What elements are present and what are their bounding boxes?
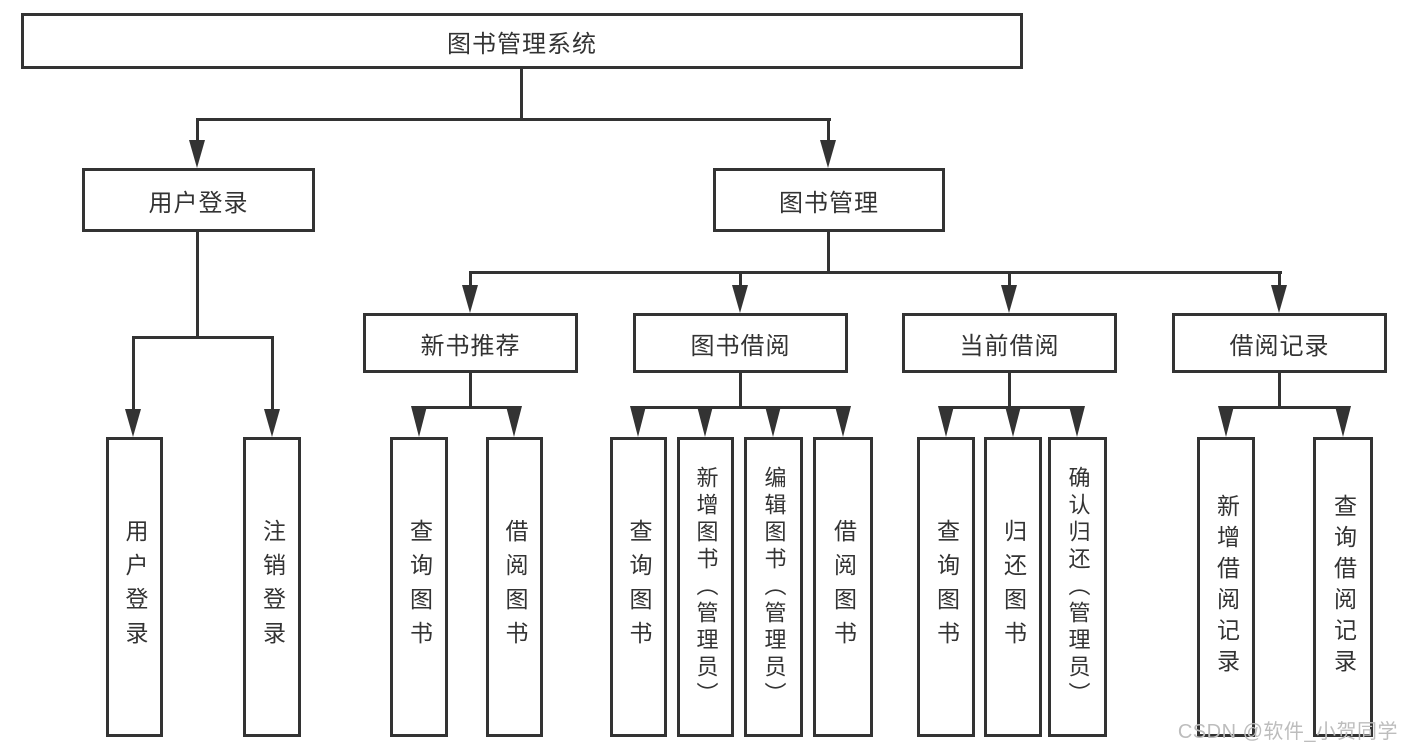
leaf-query-borrow-record: 查询借阅记录 [1313,437,1373,737]
leaf-query-books-current: 查询图书 [917,437,975,737]
leaf-label: 查询图书 [933,519,960,655]
node-current-borrow: 当前借阅 [902,313,1117,373]
leaf-label: 归还图书 [1000,519,1027,655]
connector-line [469,271,1282,274]
connector-line [827,118,830,144]
arrowhead [697,406,713,437]
arrowhead [835,406,851,437]
connector-line [1008,373,1011,409]
arrowhead [411,406,427,437]
connector-line [1008,271,1011,288]
connector-line [196,118,199,144]
arrowhead [1271,285,1287,313]
arrowhead [1001,285,1017,313]
node-label: 借阅记录 [1229,332,1330,360]
leaf-borrow-books: 借阅图书 [813,437,873,737]
connector-line [271,336,274,412]
node-new-book-recommend: 新书推荐 [363,313,578,373]
leaf-query-books-borrow: 查询图书 [610,437,667,737]
leaf-label: 注销登录 [259,519,286,655]
connector-line [1224,406,1345,409]
leaf-label: 确认归还（管理员） [1065,465,1091,709]
node-label: 图书管理系统 [447,30,597,58]
leaf-user-login: 用户登录 [106,437,163,737]
node-root-system: 图书管理系统 [21,13,1023,69]
arrowhead [732,285,748,313]
leaf-label: 新增借阅记录 [1213,494,1240,680]
connector-line [469,271,472,288]
leaf-label: 编辑图书（管理员） [761,465,787,709]
connector-line [827,232,830,274]
leaf-add-borrow-record: 新增借阅记录 [1197,437,1255,737]
connector-line [469,373,472,409]
leaf-label: 借阅图书 [830,519,857,655]
leaf-label: 查询图书 [406,519,433,655]
csdn-watermark: CSDN @软件_小贺同学 [1177,721,1398,743]
connector-line [520,69,523,121]
arrowhead [765,406,781,437]
leaf-label: 借阅图书 [502,519,528,655]
arrowhead [630,406,646,437]
node-user-login: 用户登录 [82,168,315,232]
node-label: 图书借阅 [690,332,791,360]
arrowhead [1218,406,1234,437]
node-label: 用户登录 [148,189,249,217]
leaf-confirm-return-admin: 确认归还（管理员） [1048,437,1107,737]
arrowhead [820,140,836,168]
connector-line [1278,271,1281,288]
connector-line [196,232,199,339]
node-borrow-records: 借阅记录 [1172,313,1387,373]
leaf-borrow-books-recommend: 借阅图书 [486,437,543,737]
leaf-query-books-recommend: 查询图书 [390,437,448,737]
node-book-borrow: 图书借阅 [633,313,848,373]
leaf-label: 用户登录 [122,519,148,655]
leaf-add-books-admin: 新增图书（管理员） [677,437,734,737]
node-label: 新书推荐 [420,332,521,360]
arrowhead [1069,406,1085,437]
connector-line [132,336,135,412]
node-label: 图书管理 [779,189,879,217]
connector-line [739,373,742,409]
arrowhead [189,140,205,168]
connector-line [196,118,831,121]
leaf-return-books: 归还图书 [984,437,1042,737]
arrowhead [125,409,141,437]
leaf-logout: 注销登录 [243,437,301,737]
connector-line [1278,373,1281,409]
arrowhead [1335,406,1351,437]
arrowhead [264,409,280,437]
connector-line [636,406,845,409]
connector-line [739,271,742,288]
arrowhead [1005,406,1021,437]
connector-line [417,406,516,409]
leaf-label: 新增图书（管理员） [693,465,719,709]
node-label: 当前借阅 [959,332,1060,360]
leaf-edit-books-admin: 编辑图书（管理员） [744,437,803,737]
arrowhead [938,406,954,437]
arrowhead [462,285,478,313]
leaf-label: 查询借阅记录 [1330,494,1357,680]
connector-line [132,336,274,339]
arrowhead [506,406,522,437]
leaf-label: 查询图书 [626,519,652,655]
node-book-management: 图书管理 [713,168,945,232]
